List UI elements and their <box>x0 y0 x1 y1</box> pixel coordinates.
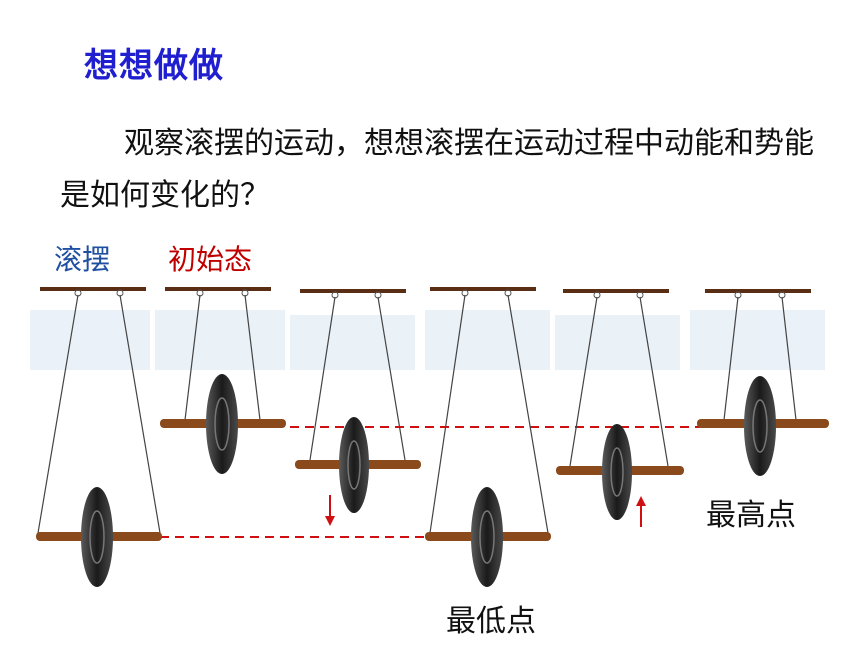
frame-backgrounds <box>30 310 825 370</box>
label-initial-state: 初始态 <box>168 243 253 276</box>
pendulum-4 <box>425 287 551 587</box>
slide-title: 想想做做 <box>84 46 224 86</box>
label-lowest-point: 最低点 <box>446 604 536 639</box>
up-arrow-head <box>636 496 646 506</box>
label-highest-point: 最高点 <box>706 498 796 533</box>
pendulum-6 <box>697 289 829 476</box>
pendulum-3 <box>295 289 421 526</box>
pendulum-1 <box>36 287 162 587</box>
down-arrow-head <box>325 516 335 526</box>
label-pendulum: 滚摆 <box>54 243 111 276</box>
pendulum-5 <box>556 289 684 527</box>
slide-paragraph: 观察滚摆的运动，想想滚摆在运动过程中动能和势能是如何变化的？ <box>60 126 814 213</box>
pendulum-2 <box>160 287 286 474</box>
